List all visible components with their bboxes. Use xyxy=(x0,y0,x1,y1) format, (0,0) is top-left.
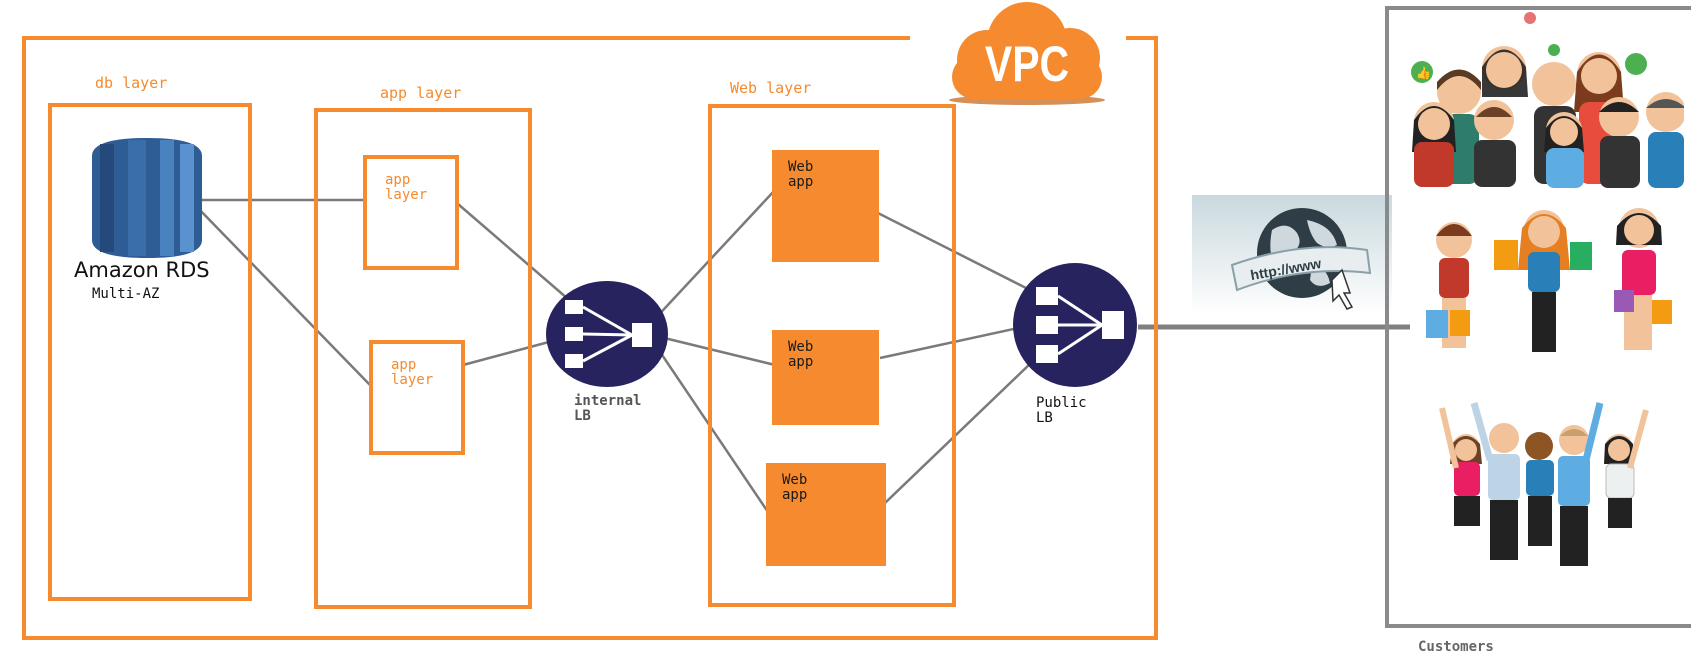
web-app-box-3: Web app xyxy=(766,463,886,566)
app-box-2: app layer xyxy=(369,340,465,455)
app-box-1: app layer xyxy=(363,155,459,270)
web-layer-title: Web layer xyxy=(730,79,812,97)
internal-lb-label: internal LB xyxy=(574,393,642,424)
globe-icon xyxy=(1230,208,1372,310)
vpc-frame-top-right xyxy=(1126,36,1158,40)
cloud-icon xyxy=(949,2,1105,105)
line-web2-plb xyxy=(879,326,1019,360)
web-app-label: Web app xyxy=(782,472,808,503)
customers-box xyxy=(1385,6,1691,628)
db-layer-title: db layer xyxy=(95,74,168,92)
cheering-people-icon xyxy=(1439,402,1649,566)
app-layer-title: app layer xyxy=(380,84,462,102)
vpc-frame-top-left xyxy=(22,36,910,40)
internet-panel: http://www xyxy=(1192,195,1392,315)
web-app-label: Web app xyxy=(788,339,814,370)
web-app-label: Web app xyxy=(788,159,814,190)
customers-label: Customers xyxy=(1418,639,1494,655)
vpc-label: VPC xyxy=(984,36,1070,92)
app-box-label: app layer xyxy=(385,172,428,203)
svg-text:👍: 👍 xyxy=(1416,66,1431,80)
vpc-cloud: VPC xyxy=(942,0,1112,105)
web-layer-box xyxy=(708,104,956,607)
public-lb-label: Public LB xyxy=(1036,395,1087,426)
internal-lb-icon xyxy=(546,281,668,387)
crowd-icon: 👍 xyxy=(1411,12,1684,188)
line-web3-plb xyxy=(884,361,1033,504)
public-lb-icon xyxy=(1013,263,1137,387)
app-box-label: app layer xyxy=(391,357,434,388)
app-layer-box xyxy=(314,108,532,609)
line-ilb-web2 xyxy=(651,333,776,367)
line-web1-plb xyxy=(871,208,1031,292)
database-icon xyxy=(92,138,202,258)
rds-sublabel: Multi-AZ xyxy=(92,286,160,302)
web-app-box-1: Web app xyxy=(772,150,879,262)
rds-label: Amazon RDS xyxy=(74,258,210,282)
vpc-frame xyxy=(22,36,1158,640)
web-app-box-2: Web app xyxy=(772,330,879,425)
db-layer-box xyxy=(48,103,252,601)
shoppers-icon xyxy=(1426,208,1672,352)
line-app1-ilb xyxy=(457,203,576,306)
line-rds-app2 xyxy=(194,204,371,386)
line-ilb-web1 xyxy=(651,189,776,323)
